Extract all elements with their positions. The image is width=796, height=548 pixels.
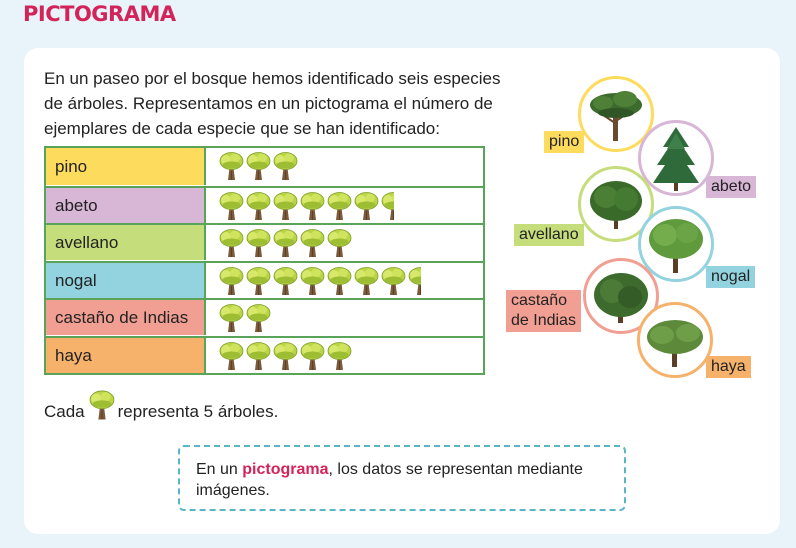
fir-tree-icon [653, 127, 699, 191]
hazel-tree-icon [590, 181, 642, 229]
tree-icon [327, 228, 352, 258]
pino-photo [578, 76, 654, 152]
pictogram-row: avellano [46, 223, 483, 260]
page-heading: PICTOGRAMA [23, 2, 176, 26]
nogal-photo [638, 206, 714, 282]
tree-icon [219, 341, 244, 371]
tree-icons [219, 226, 354, 260]
tree-icon [300, 191, 325, 221]
walnut-tree-icon [649, 219, 703, 273]
species-tag-castano: castaño de Indias [506, 290, 581, 332]
tree-icon [219, 266, 244, 296]
pictogram-row: pino [46, 148, 483, 185]
tree-icon [89, 388, 115, 422]
tree-icon [246, 341, 271, 371]
category-label: abeto [46, 188, 206, 223]
tree-icons [219, 339, 354, 373]
note-pre: En un [196, 461, 243, 478]
species-tag-pino: pino [544, 131, 585, 153]
note-keyword: pictograma [242, 461, 329, 478]
tree-icon [246, 228, 271, 258]
tree-icons [219, 264, 423, 298]
tree-icons [219, 189, 396, 223]
tree-icon [219, 228, 244, 258]
tree-icon [273, 341, 298, 371]
tree-icon [273, 266, 298, 296]
note-post: , los datos se representan mediante imág… [196, 461, 583, 499]
category-label: haya [46, 338, 206, 373]
tree-icon [327, 341, 352, 371]
tree-icon [273, 228, 298, 258]
tree-icon [219, 191, 244, 221]
tree-icons [219, 149, 300, 183]
beech-tree-icon [647, 320, 703, 367]
pine-tree-icon [590, 91, 642, 141]
tree-icon [354, 191, 379, 221]
tree-icon [354, 266, 379, 296]
pictogram-row: haya [46, 336, 483, 373]
category-label: castaño de Indias [46, 300, 206, 335]
definition-note: En un pictograma, los datos se represent… [178, 445, 626, 511]
tree-icon [246, 191, 271, 221]
legend-prefix: Cada [44, 402, 85, 421]
tree-icon [327, 191, 352, 221]
tree-icon [246, 266, 271, 296]
tree-icon [219, 151, 244, 181]
tree-icons [219, 301, 273, 335]
category-label: pino [46, 148, 206, 185]
tree-icon [273, 151, 298, 181]
pictogram-row: castaño de Indias [46, 298, 483, 335]
tree-icon [300, 341, 325, 371]
species-tag-nogal: nogal [706, 266, 756, 288]
tree-icon [300, 266, 325, 296]
tree-icon [273, 191, 298, 221]
tree-icon [246, 303, 271, 333]
pictogram-row: nogal [46, 261, 483, 298]
half-tree-icon [408, 266, 421, 296]
tree-icon [381, 266, 406, 296]
species-tag-haya: haya [706, 356, 751, 378]
category-label: nogal [46, 263, 206, 298]
tree-icon [300, 228, 325, 258]
half-tree-icon [381, 191, 394, 221]
intro-text: En un paseo por el bosque hemos identifi… [44, 69, 501, 138]
chestnut-tree-icon [594, 273, 648, 323]
tree-icon [219, 303, 244, 333]
category-label: avellano [46, 225, 206, 260]
species-tag-abeto: abeto [706, 176, 757, 198]
tree-icon [327, 266, 352, 296]
haya-photo [637, 302, 713, 378]
tree-icon [246, 151, 271, 181]
legend-suffix: representa 5 árboles. [117, 402, 279, 421]
pictogram-row: abeto [46, 186, 483, 223]
species-tag-avellano: avellano [514, 224, 584, 246]
abeto-photo [638, 120, 714, 196]
pictogram-legend: Cada representa 5 árboles. [44, 388, 278, 422]
